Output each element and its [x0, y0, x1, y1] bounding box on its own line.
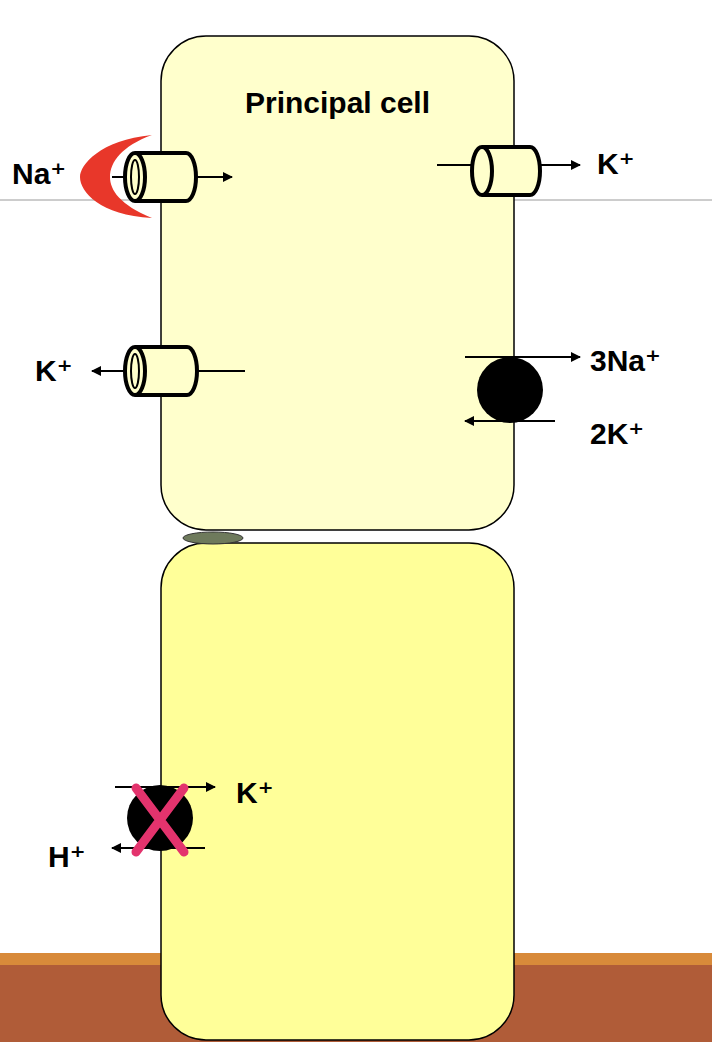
k-channel: [92, 347, 245, 395]
cell-title: Principal cell: [245, 88, 430, 118]
channel-blocker: [80, 135, 152, 218]
tight-junction: [183, 532, 243, 544]
k-channel: [437, 147, 580, 195]
ion-label: K⁺: [597, 149, 635, 179]
na-channel: [112, 153, 232, 201]
ion-label: K⁺: [35, 356, 73, 386]
intercalated-cell-shape: [161, 543, 514, 1040]
ion-label: K⁺: [236, 778, 274, 808]
ion-label: 3Na⁺: [590, 346, 661, 376]
h-k-exchanger: [112, 785, 215, 852]
ion-label: 2K⁺: [590, 419, 644, 449]
ion-label: Na⁺: [12, 159, 66, 189]
principal-cell-shape: [161, 36, 514, 530]
ion-label: H⁺: [48, 842, 86, 872]
na-k-pump: [465, 357, 580, 423]
cell-box: Principal cell: [161, 36, 514, 530]
